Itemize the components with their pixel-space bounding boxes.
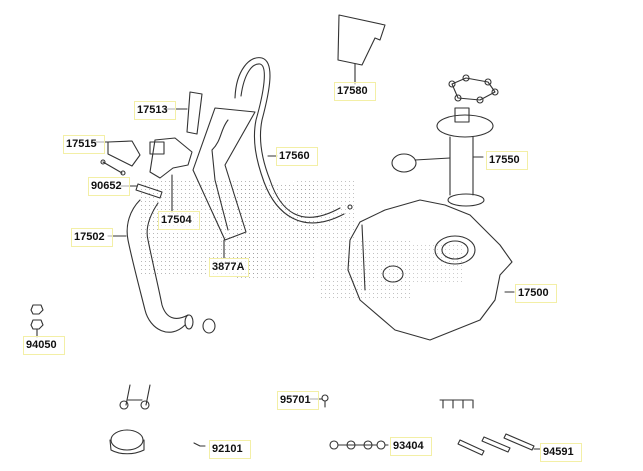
part-band-clamp[interactable]	[109, 429, 145, 455]
part-92101[interactable]	[193, 442, 206, 447]
label-17504[interactable]: 17504	[158, 211, 200, 230]
part-17504-filler-neck[interactable]	[149, 137, 193, 213]
part-94591-strips[interactable]	[457, 433, 541, 456]
part-17560-hose[interactable]	[234, 57, 353, 224]
label-17580[interactable]: 17580	[334, 82, 376, 101]
label-95701[interactable]: 95701	[277, 391, 319, 410]
part-94050-nuts[interactable]	[30, 304, 44, 338]
label-93404[interactable]: 93404	[390, 437, 432, 456]
part-17550-fuel-pump[interactable]	[391, 74, 499, 207]
label-17560[interactable]: 17560	[276, 147, 318, 166]
part-screws[interactable]	[119, 384, 151, 410]
part-17500-tank[interactable]	[347, 199, 515, 341]
label-94050[interactable]: 94050	[23, 336, 65, 355]
label-3877A[interactable]: 3877A	[209, 258, 249, 277]
label-17513[interactable]: 17513	[134, 101, 176, 120]
label-94591[interactable]: 94591	[540, 443, 582, 462]
part-93404-grommets[interactable]	[329, 440, 389, 450]
part-17580-sticker[interactable]	[337, 14, 386, 85]
label-92101[interactable]: 92101	[209, 440, 251, 459]
label-17515[interactable]: 17515	[63, 135, 105, 154]
label-17502[interactable]: 17502	[71, 228, 113, 247]
label-90652[interactable]: 90652	[88, 177, 130, 196]
label-17550[interactable]: 17550	[486, 151, 528, 170]
part-bolts-row[interactable]	[439, 399, 474, 409]
watermark	[140, 180, 465, 300]
part-3877A-bracket[interactable]	[192, 107, 256, 259]
label-17500[interactable]: 17500	[515, 284, 557, 303]
